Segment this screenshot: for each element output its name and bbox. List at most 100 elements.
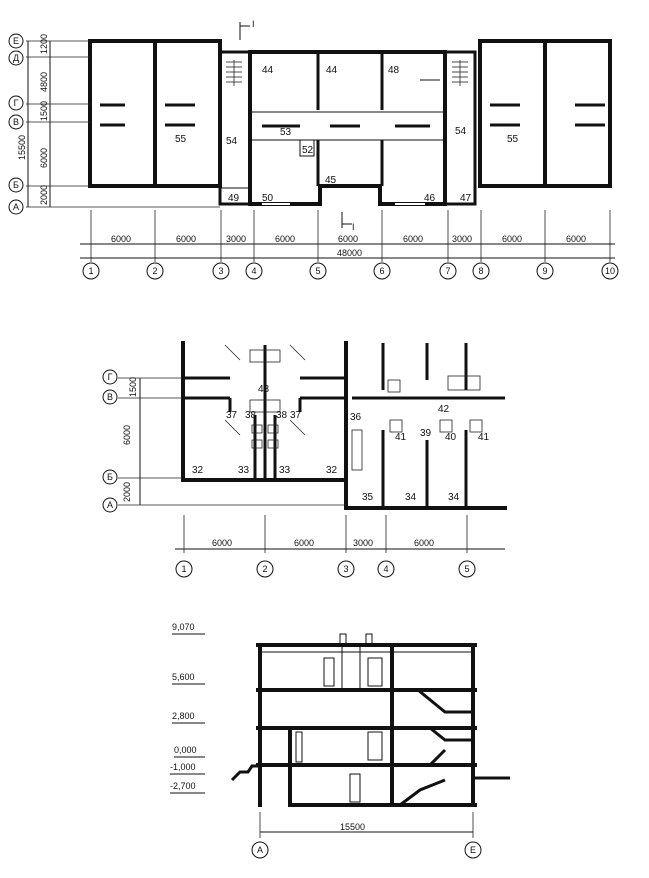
- svg-text:15500: 15500: [340, 822, 365, 832]
- plan1-row-axes: Е Д Г В Б А: [8, 33, 24, 215]
- room-number: 48: [388, 65, 400, 76]
- svg-text:6000: 6000: [294, 538, 314, 548]
- svg-text:3000: 3000: [452, 234, 472, 244]
- room-number: 54: [455, 126, 467, 137]
- section-dimension: 15500: [259, 812, 474, 838]
- level-marks: 9,070 5,600 2,800 0,000 -1,000 -2,700: [170, 622, 205, 794]
- room-number: 41: [395, 432, 407, 443]
- svg-text:I: I: [352, 222, 355, 232]
- small-room: [299, 139, 315, 157]
- room-number: 34: [448, 492, 460, 503]
- svg-text:1500: 1500: [128, 377, 138, 397]
- axis-label: Е: [13, 36, 19, 46]
- section-mark-bottom: I: [341, 212, 355, 232]
- axis-label: 9: [542, 266, 547, 276]
- room-number: 49: [228, 193, 240, 204]
- svg-text:I: I: [252, 19, 255, 29]
- level-label: -1,000: [170, 762, 196, 772]
- axis-label: Г: [14, 98, 19, 108]
- room-number: 55: [507, 134, 519, 145]
- axis-label: 4: [383, 564, 388, 574]
- axis-label: 4: [251, 266, 256, 276]
- room-number: 53: [280, 127, 292, 138]
- svg-text:6000: 6000: [502, 234, 522, 244]
- svg-text:6000: 6000: [122, 425, 132, 445]
- room-number: 55: [175, 134, 187, 145]
- left-stair-icon: [226, 60, 242, 86]
- plan2-horizontal-dims: 6000 6000 3000 6000: [175, 515, 505, 553]
- svg-text:3000: 3000: [226, 234, 246, 244]
- axis-label: А: [13, 202, 19, 212]
- right-stair-core: [443, 50, 477, 206]
- axis-label: 1: [181, 564, 186, 574]
- building-section: 9,070 5,600 2,800 0,000 -1,000 -2,700: [170, 622, 510, 859]
- axis-label: 5: [315, 266, 320, 276]
- level-label: 2,800: [172, 711, 195, 721]
- axis-label: 8: [478, 266, 483, 276]
- axis-label: 7: [445, 266, 450, 276]
- axis-label: 2: [152, 266, 157, 276]
- room-number: 44: [262, 65, 274, 76]
- axis-label: Д: [13, 53, 19, 63]
- axis-label: А: [107, 500, 113, 510]
- room-number: 37: [226, 410, 238, 421]
- axis-label: Е: [470, 845, 476, 855]
- level-label: 9,070: [172, 622, 195, 632]
- chimney: [339, 633, 347, 646]
- room-number: 43: [258, 384, 270, 395]
- axis-label: 3: [343, 564, 348, 574]
- floor-plan-typical: 55 54 49 50 44 53 52 45 44 48 46 54 47 5…: [8, 19, 619, 280]
- room-number: 36: [350, 412, 362, 423]
- svg-text:6000: 6000: [414, 538, 434, 548]
- room-number: 33: [238, 465, 250, 476]
- level-label: 0,000: [174, 745, 197, 755]
- axis-label: 3: [218, 266, 223, 276]
- axis-label: Б: [13, 180, 19, 190]
- room-number: 39: [420, 428, 432, 439]
- room-number: 34: [405, 492, 417, 503]
- axis-label: В: [13, 117, 19, 127]
- svg-text:6000: 6000: [566, 234, 586, 244]
- svg-text:1500: 1500: [39, 101, 49, 121]
- plan1-horizontal-dims: 6000 6000 3000 6000 6000 6000 3000 6000 …: [80, 210, 615, 262]
- axis-label: 10: [605, 266, 615, 276]
- room-number: 37: [290, 410, 302, 421]
- svg-text:6000: 6000: [111, 234, 131, 244]
- level-label: -2,700: [170, 781, 196, 791]
- axis-label: 6: [379, 266, 384, 276]
- room-number: 40: [445, 432, 457, 443]
- stair-flights: [230, 688, 510, 807]
- room-number: 38: [276, 410, 288, 421]
- svg-text:6000: 6000: [39, 148, 49, 168]
- room-number: 44: [326, 65, 338, 76]
- room-number: 52: [302, 145, 314, 156]
- plan2-vertical-dims: 1500 6000 2000: [118, 377, 346, 506]
- svg-text:2000: 2000: [122, 482, 132, 502]
- chimney: [365, 633, 373, 646]
- room-number: 42: [438, 404, 450, 415]
- room-number: 46: [424, 193, 436, 204]
- plan1-vertical-dims: 1200 4800 1500 6000 2000 15500: [17, 34, 220, 208]
- svg-text:6000: 6000: [338, 234, 358, 244]
- svg-text:15500: 15500: [17, 135, 27, 160]
- svg-text:6000: 6000: [212, 538, 232, 548]
- axis-label: Г: [108, 372, 113, 382]
- section-mark-top: I: [239, 19, 255, 40]
- sanitary-fixtures: [224, 344, 483, 471]
- right-stair-icon: [452, 60, 468, 86]
- room-number: 50: [262, 193, 274, 204]
- plan2-row-axes: Г В Б А: [102, 369, 118, 513]
- room-number: 35: [362, 492, 374, 503]
- svg-text:6000: 6000: [275, 234, 295, 244]
- left-stair-core: [218, 50, 252, 206]
- svg-text:48000: 48000: [337, 248, 362, 258]
- plan1-col-axes: 1 2 3 4 5 6 7 8 9 10: [82, 262, 619, 280]
- room-number: 38: [245, 410, 257, 421]
- level-label: 5,600: [172, 672, 195, 682]
- axis-label: 2: [262, 564, 267, 574]
- axis-label: А: [257, 845, 263, 855]
- room-number: 54: [226, 136, 238, 147]
- section-axes: А Е: [251, 841, 482, 859]
- axis-label: 1: [88, 266, 93, 276]
